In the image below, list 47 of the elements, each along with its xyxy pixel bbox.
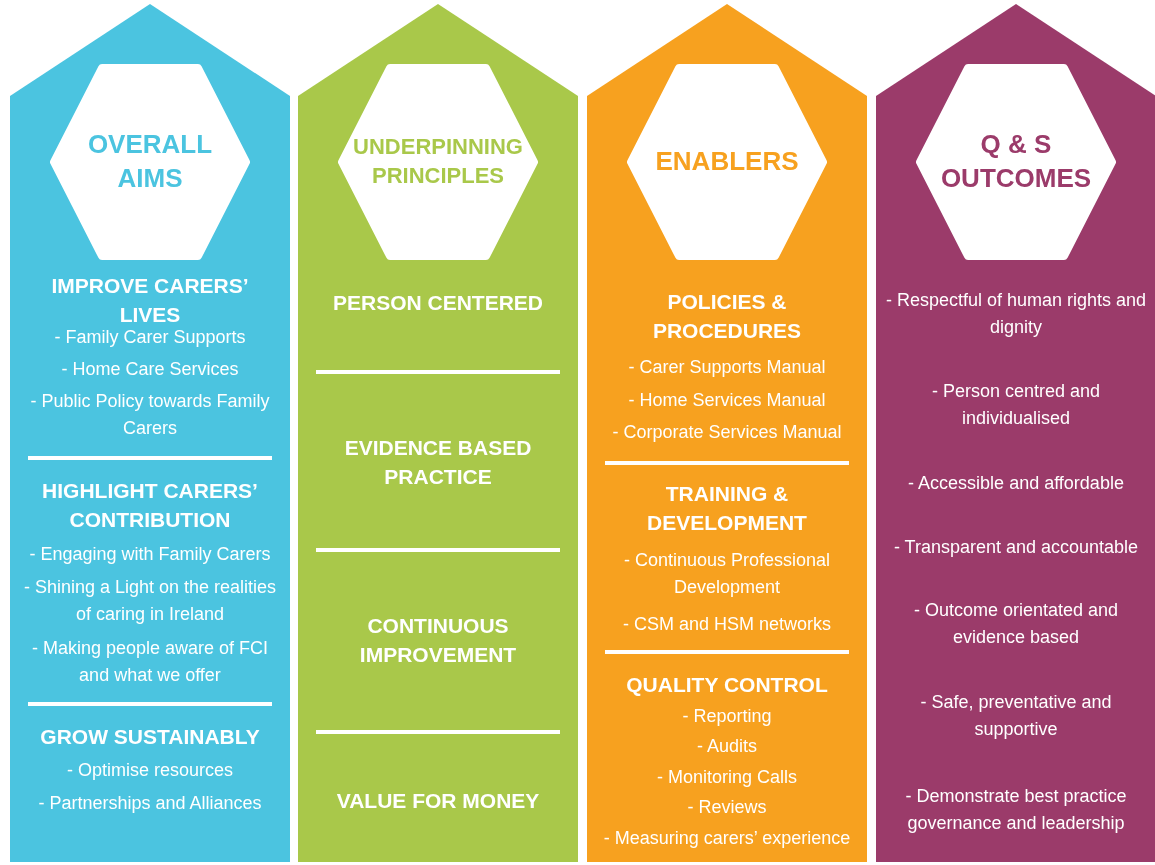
column-panel bbox=[876, 4, 1155, 862]
hexagon-badge bbox=[627, 64, 827, 260]
list-item: - Transparent and accountable bbox=[892, 535, 1140, 559]
hexagon-badge bbox=[916, 64, 1116, 260]
section-heading: VALUE FOR MONEY bbox=[335, 787, 541, 814]
column-title: UNDERPINNING PRINCIPLES bbox=[352, 133, 524, 190]
list-item: - Family Carer Supports bbox=[53, 325, 247, 349]
list-item: - Engaging with Family Carers bbox=[28, 542, 272, 566]
section-heading: EVIDENCE BASED PRACTICE bbox=[343, 435, 533, 490]
section-heading: PERSON CENTERED bbox=[332, 289, 544, 316]
column-title: Q & S OUTCOMES bbox=[939, 128, 1093, 195]
column-panel bbox=[10, 4, 290, 862]
section-heading: CONTINUOUS IMPROVEMENT bbox=[358, 613, 518, 668]
list-item: - Reviews bbox=[686, 795, 768, 819]
list-item: - Reporting bbox=[681, 704, 773, 728]
list-item: - Demonstrate best practice governance and leadership bbox=[904, 785, 1128, 835]
section-heading: IMPROVE CARERS’ LIVES bbox=[50, 273, 250, 328]
list-item: - Continuous Professional Development bbox=[622, 549, 832, 599]
section-heading: GROW SUSTAINABLY bbox=[39, 723, 261, 750]
list-item: - CSM and HSM networks bbox=[621, 612, 833, 636]
section-heading: POLICIES & PROCEDURES bbox=[651, 289, 803, 344]
column-title: ENABLERS bbox=[654, 145, 800, 179]
column-panel bbox=[587, 4, 867, 862]
list-item: - Making people aware of FCI and what we offer bbox=[30, 637, 270, 687]
list-item: - Public Policy towards Family Carers bbox=[29, 390, 271, 440]
list-item: - Safe, preventative and supportive bbox=[919, 691, 1113, 741]
column-panel bbox=[298, 4, 578, 862]
list-item: - Audits bbox=[696, 734, 758, 758]
section-heading: TRAINING & DEVELOPMENT bbox=[646, 481, 808, 536]
list-item: - Outcome orientated and evidence based bbox=[912, 599, 1120, 649]
section-heading: HIGHLIGHT CARERS’ CONTRIBUTION bbox=[41, 478, 259, 533]
list-item: - Carer Supports Manual bbox=[627, 355, 827, 379]
list-item: - Monitoring Calls bbox=[655, 765, 798, 789]
section-heading: QUALITY CONTROL bbox=[625, 671, 829, 698]
list-item: - Measuring carers’ experience bbox=[602, 826, 852, 850]
list-item: - Person centred and individualised bbox=[930, 380, 1102, 430]
list-item: - Home Care Services bbox=[60, 357, 240, 381]
list-item: - Home Services Manual bbox=[627, 388, 827, 412]
hexagon-badge bbox=[50, 64, 250, 260]
list-item: - Respectful of human rights and dignity bbox=[885, 289, 1147, 339]
column-title: OVERALL AIMS bbox=[86, 128, 214, 195]
list-item: - Optimise resources bbox=[65, 758, 234, 782]
hexagon-badge bbox=[338, 64, 538, 260]
list-item: - Accessible and affordable bbox=[907, 471, 1125, 495]
list-item: - Shining a Light on the realities of caring in Ireland bbox=[22, 576, 278, 626]
list-item: - Corporate Services Manual bbox=[611, 420, 843, 444]
list-item: - Partnerships and Alliances bbox=[37, 791, 263, 815]
